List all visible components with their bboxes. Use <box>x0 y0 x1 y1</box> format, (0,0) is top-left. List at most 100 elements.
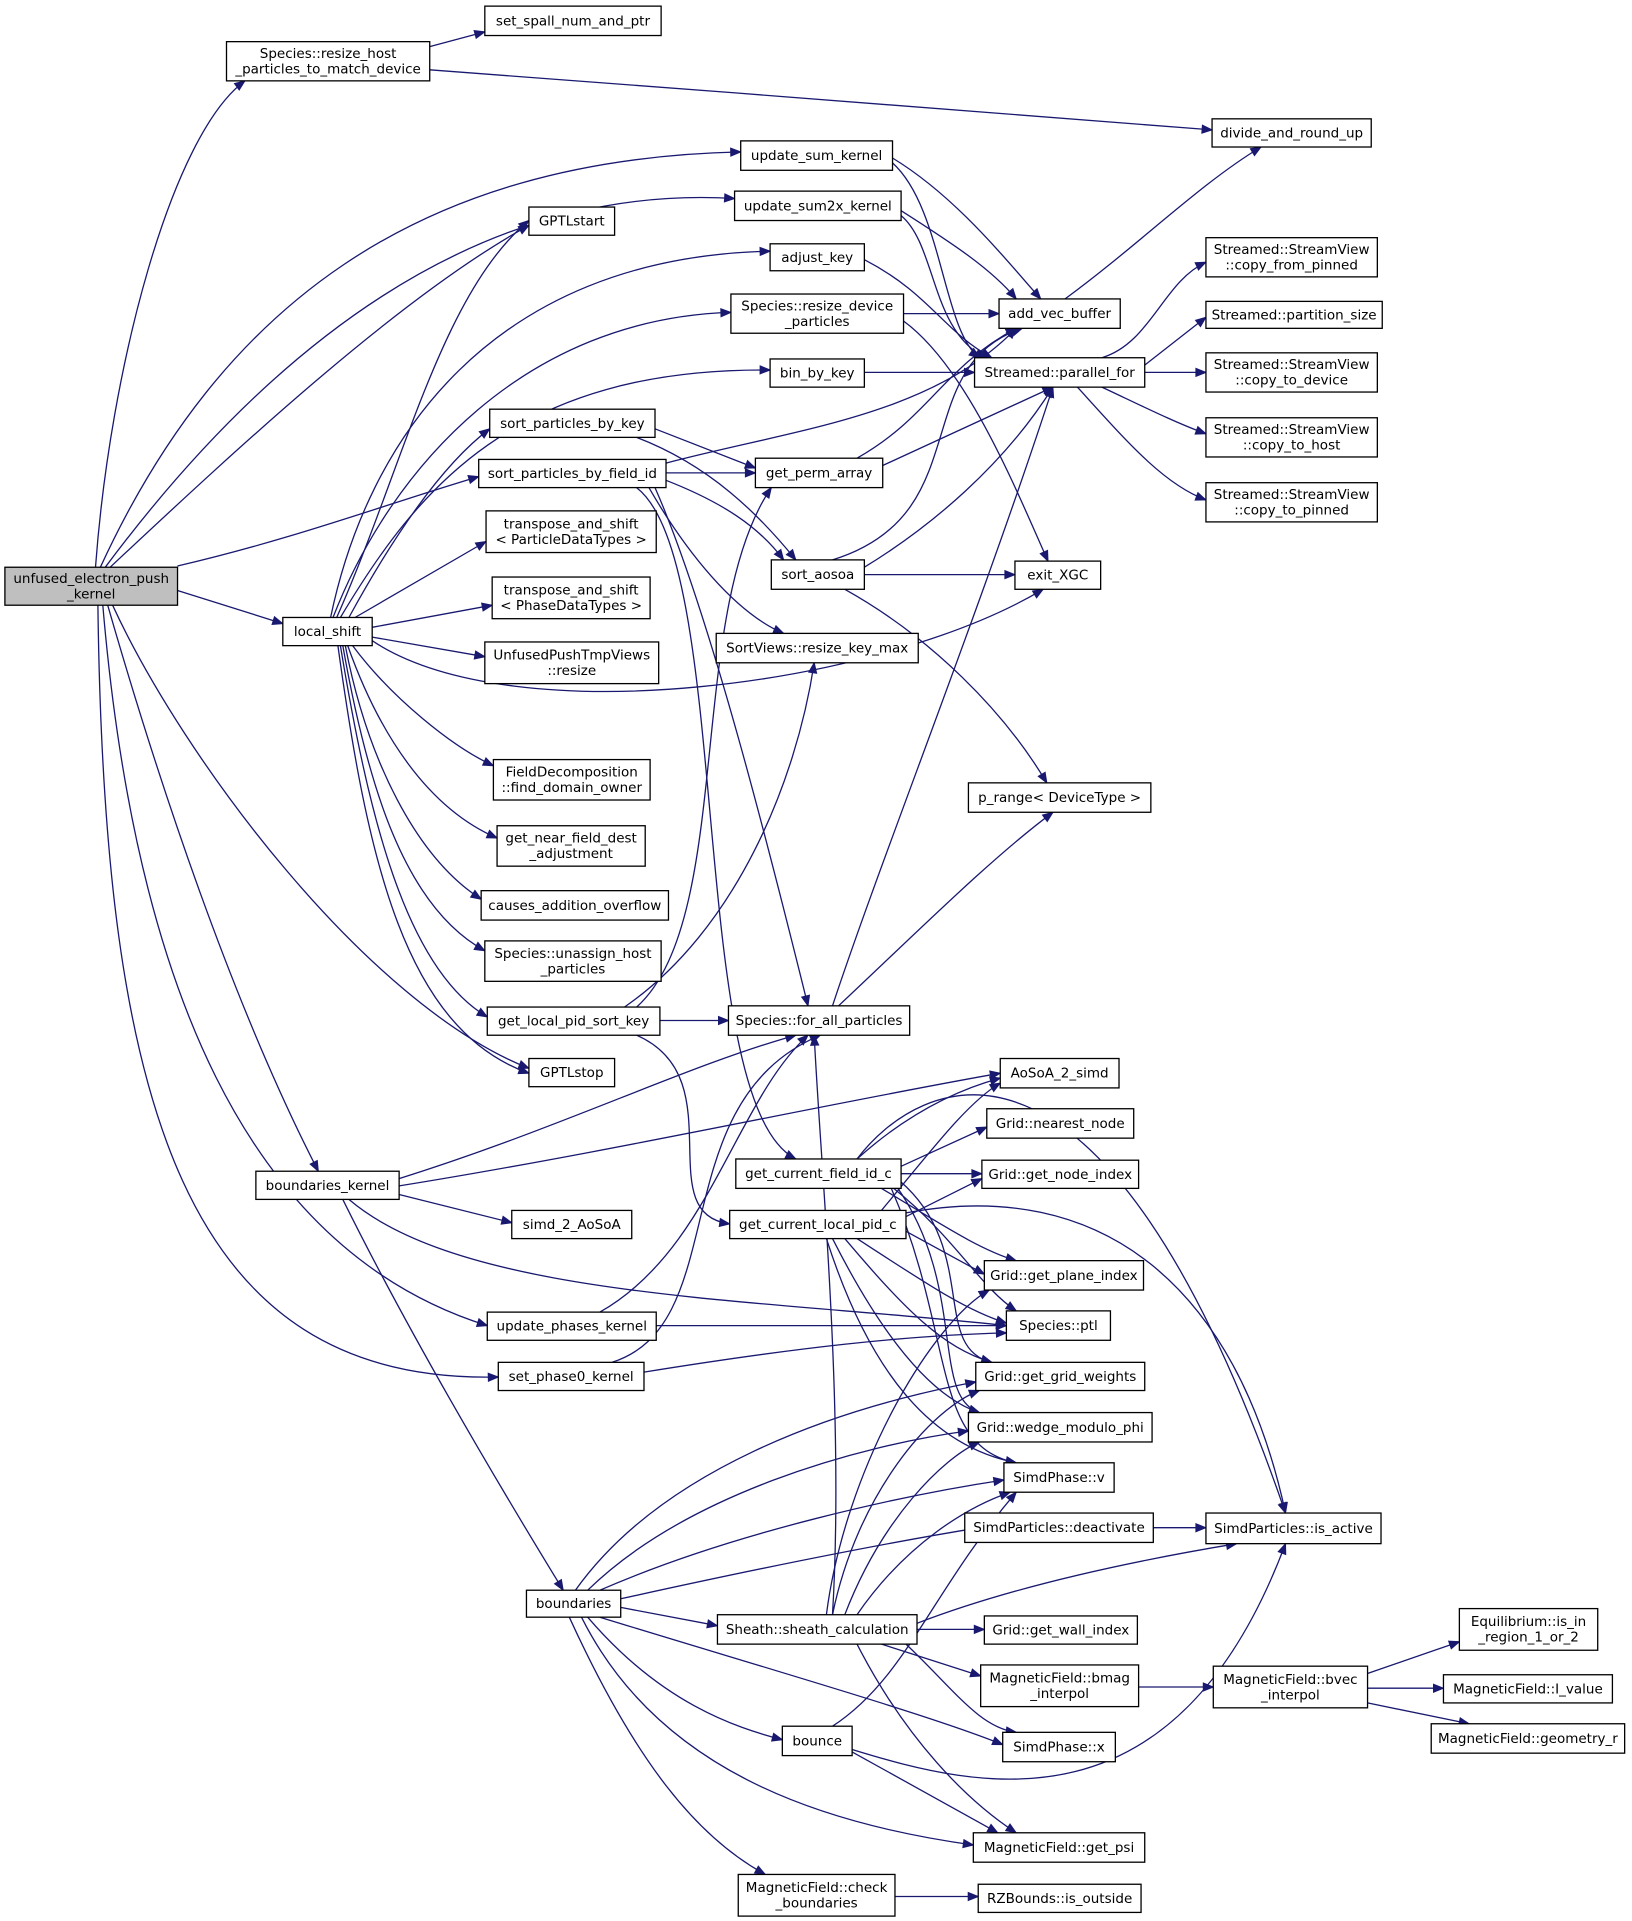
node-deactivate[interactable]: SimdParticles::deactivate <box>964 1512 1154 1544</box>
node-cur-local-pid[interactable]: get_current_local_pid_c <box>729 1209 907 1240</box>
edge-set_phase0-to-species_ptl <box>643 1328 1008 1373</box>
node-cur-field-id[interactable]: get_current_field_id_c <box>735 1158 902 1190</box>
node-copy-to-device[interactable]: Streamed::StreamView::copy_to_device <box>1205 352 1378 393</box>
node-root[interactable]: unfused_electron_push_kernel <box>4 566 179 606</box>
edge-line <box>371 588 1044 693</box>
node-sort-by-field[interactable]: sort_particles_by_field_id <box>478 458 667 489</box>
node-get-node-index[interactable]: Grid::get_node_index <box>981 1159 1140 1190</box>
node-update-sum2x[interactable]: update_sum2x_kernel <box>733 190 902 222</box>
node-box <box>999 1057 1120 1089</box>
node-transpose-phdt[interactable]: transpose_and_shift< PhaseDataTypes > <box>491 576 651 620</box>
node-resize-key-max[interactable]: SortViews::resize_key_max <box>715 632 919 664</box>
node-partition-size[interactable]: Streamed::partition_size <box>1205 300 1383 329</box>
node-check-boundaries[interactable]: MagneticField::check_boundaries <box>737 1873 896 1917</box>
node-box <box>255 1170 400 1201</box>
edge-line <box>352 645 494 767</box>
edge-line <box>587 1616 783 1741</box>
edge-boundaries_kernel-to-species_ptl <box>348 1198 1008 1330</box>
node-bin-by-key[interactable]: bin_by_key <box>769 358 866 388</box>
node-gptlstart[interactable]: GPTLstart <box>528 206 616 236</box>
node-label: Grid::get_node_index <box>988 1167 1132 1183</box>
node-bounce[interactable]: bounce <box>781 1725 853 1757</box>
node-grid-weights[interactable]: Grid::get_grid_weights <box>975 1361 1146 1392</box>
node-sort-aosoa[interactable]: sort_aosoa <box>770 559 866 590</box>
node-find-domain[interactable]: FieldDecomposition::find_domain_owner <box>492 758 651 801</box>
node-divide[interactable]: divide_and_round_up <box>1211 118 1372 148</box>
node-resize-host[interactable]: Species::resize_host_particles_to_match_… <box>225 41 431 82</box>
node-copy-to-host[interactable]: Streamed::StreamView::copy_to_host <box>1205 417 1378 458</box>
node-label: update_phases_kernel <box>497 1319 647 1335</box>
arrowhead <box>797 1034 809 1046</box>
node-adjust-key[interactable]: adjust_key <box>769 243 866 272</box>
edge-line <box>831 1389 980 1615</box>
node-near-field[interactable]: get_near_field_dest_adjustment <box>496 825 646 867</box>
node-get-local-pid[interactable]: get_local_pid_sort_key <box>486 1006 661 1036</box>
node-bvec-interpol[interactable]: MagneticField::bvec_interpol <box>1212 1665 1369 1709</box>
node-simd2aosoa[interactable]: simd_2_AoSoA <box>511 1209 633 1240</box>
node-wall-index[interactable]: Grid::get_wall_index <box>983 1615 1139 1645</box>
edge-sheath_calc-to-get_plane_index <box>825 1289 991 1615</box>
node-box <box>716 1614 918 1645</box>
edge-line <box>342 645 486 952</box>
node-i-value[interactable]: MagneticField::I_value <box>1442 1674 1614 1704</box>
edge-bin_by_key-to-parallel_for <box>864 367 976 378</box>
edge-bvec_interpol-to-i_value <box>1367 1683 1445 1693</box>
node-species-ptl[interactable]: Species::ptl <box>1005 1310 1112 1341</box>
node-get-plane-index[interactable]: Grid::get_plane_index <box>983 1260 1145 1291</box>
node-label: _particles <box>540 961 606 977</box>
node-boundaries-kernel[interactable]: boundaries_kernel <box>255 1170 400 1201</box>
arrowhead <box>988 308 1001 319</box>
node-simdphase-x[interactable]: SimdPhase::x <box>1002 1731 1116 1763</box>
edge-line <box>856 1077 1001 1160</box>
node-update-phases[interactable]: update_phases_kernel <box>486 1311 657 1341</box>
arrowhead <box>309 1159 319 1173</box>
node-bmag-interpol[interactable]: MagneticField::bmag_interpol <box>980 1664 1140 1708</box>
node-exit-xgc[interactable]: exit_XGC <box>1014 560 1102 590</box>
edge-line <box>905 1205 1287 1514</box>
node-add-vec[interactable]: add_vec_buffer <box>998 298 1121 329</box>
node-nearest-node[interactable]: Grid::nearest_node <box>986 1108 1135 1139</box>
arrowhead <box>773 548 785 561</box>
arrowhead <box>800 994 811 1008</box>
edge-resize_device-to-add_vec <box>903 308 1001 319</box>
node-sheath-calc[interactable]: Sheath::sheath_calculation <box>716 1614 918 1645</box>
edge-line <box>881 1643 981 1677</box>
node-gptlstop[interactable]: GPTLstop <box>528 1057 616 1088</box>
edge-line <box>620 1527 980 1600</box>
node-label: _particles_to_match_device <box>234 62 421 78</box>
node-layer: unfused_electron_push_kernel Species::res… <box>4 5 1626 1917</box>
arrowhead <box>517 219 530 231</box>
node-wedge-modulo[interactable]: Grid::wedge_modulo_phi <box>967 1411 1153 1443</box>
arrowhead <box>971 1168 984 1179</box>
node-copy-from-pinned[interactable]: Streamed::StreamView::copy_from_pinned <box>1205 237 1378 278</box>
node-copy-to-pinned[interactable]: Streamed::StreamView::copy_to_pinned <box>1205 482 1378 523</box>
node-label: ::copy_from_pinned <box>1225 258 1358 274</box>
edge-line <box>851 1543 1287 1780</box>
node-causes-overflow[interactable]: causes_addition_overflow <box>480 890 670 921</box>
node-is-active[interactable]: SimdParticles::is_active <box>1205 1512 1382 1545</box>
node-unassign[interactable]: Species::unassign_host_particles <box>484 940 662 982</box>
node-geometry-r[interactable]: MagneticField::geometry_r <box>1430 1723 1626 1754</box>
node-for-all[interactable]: Species::for_all_particles <box>727 1005 911 1036</box>
node-update-sum[interactable]: update_sum_kernel <box>740 140 894 171</box>
node-set-phase0[interactable]: set_phase0_kernel <box>497 1361 645 1392</box>
edge-line <box>398 1193 512 1224</box>
node-simdphase-v[interactable]: SimdPhase::v <box>1003 1462 1115 1493</box>
node-aosoa2simd[interactable]: AoSoA_2_simd <box>999 1057 1120 1089</box>
node-get-psi[interactable]: MagneticField::get_psi <box>972 1832 1146 1863</box>
node-get-perm[interactable]: get_perm_array <box>754 457 884 489</box>
node-is-outside[interactable]: RZBounds::is_outside <box>977 1883 1142 1914</box>
node-is-in-region[interactable]: Equilibrium::is_in_region_1_or_2 <box>1458 1607 1599 1651</box>
node-sort-by-key[interactable]: sort_particles_by_key <box>489 408 656 439</box>
edge-line <box>844 1441 980 1615</box>
node-set-spall[interactable]: set_spall_num_and_ptr <box>484 5 662 37</box>
edge-local_shift-to-near_field <box>347 645 499 839</box>
node-local-shift[interactable]: local_shift <box>282 616 373 647</box>
node-boundaries[interactable]: boundaries <box>525 1589 622 1618</box>
node-unfused-resize[interactable]: UnfusedPushTmpViews::resize <box>484 641 660 685</box>
node-p-range[interactable]: p_range< DeviceType > <box>967 782 1152 813</box>
node-transpose-pdt[interactable]: transpose_and_shift< ParticleDataTypes > <box>485 510 657 554</box>
node-parallel-for[interactable]: Streamed::parallel_for <box>973 357 1146 388</box>
node-resize-device[interactable]: Species::resize_device_particles <box>730 293 905 334</box>
edge-boundaries-to-grid_weights <box>574 1379 978 1591</box>
